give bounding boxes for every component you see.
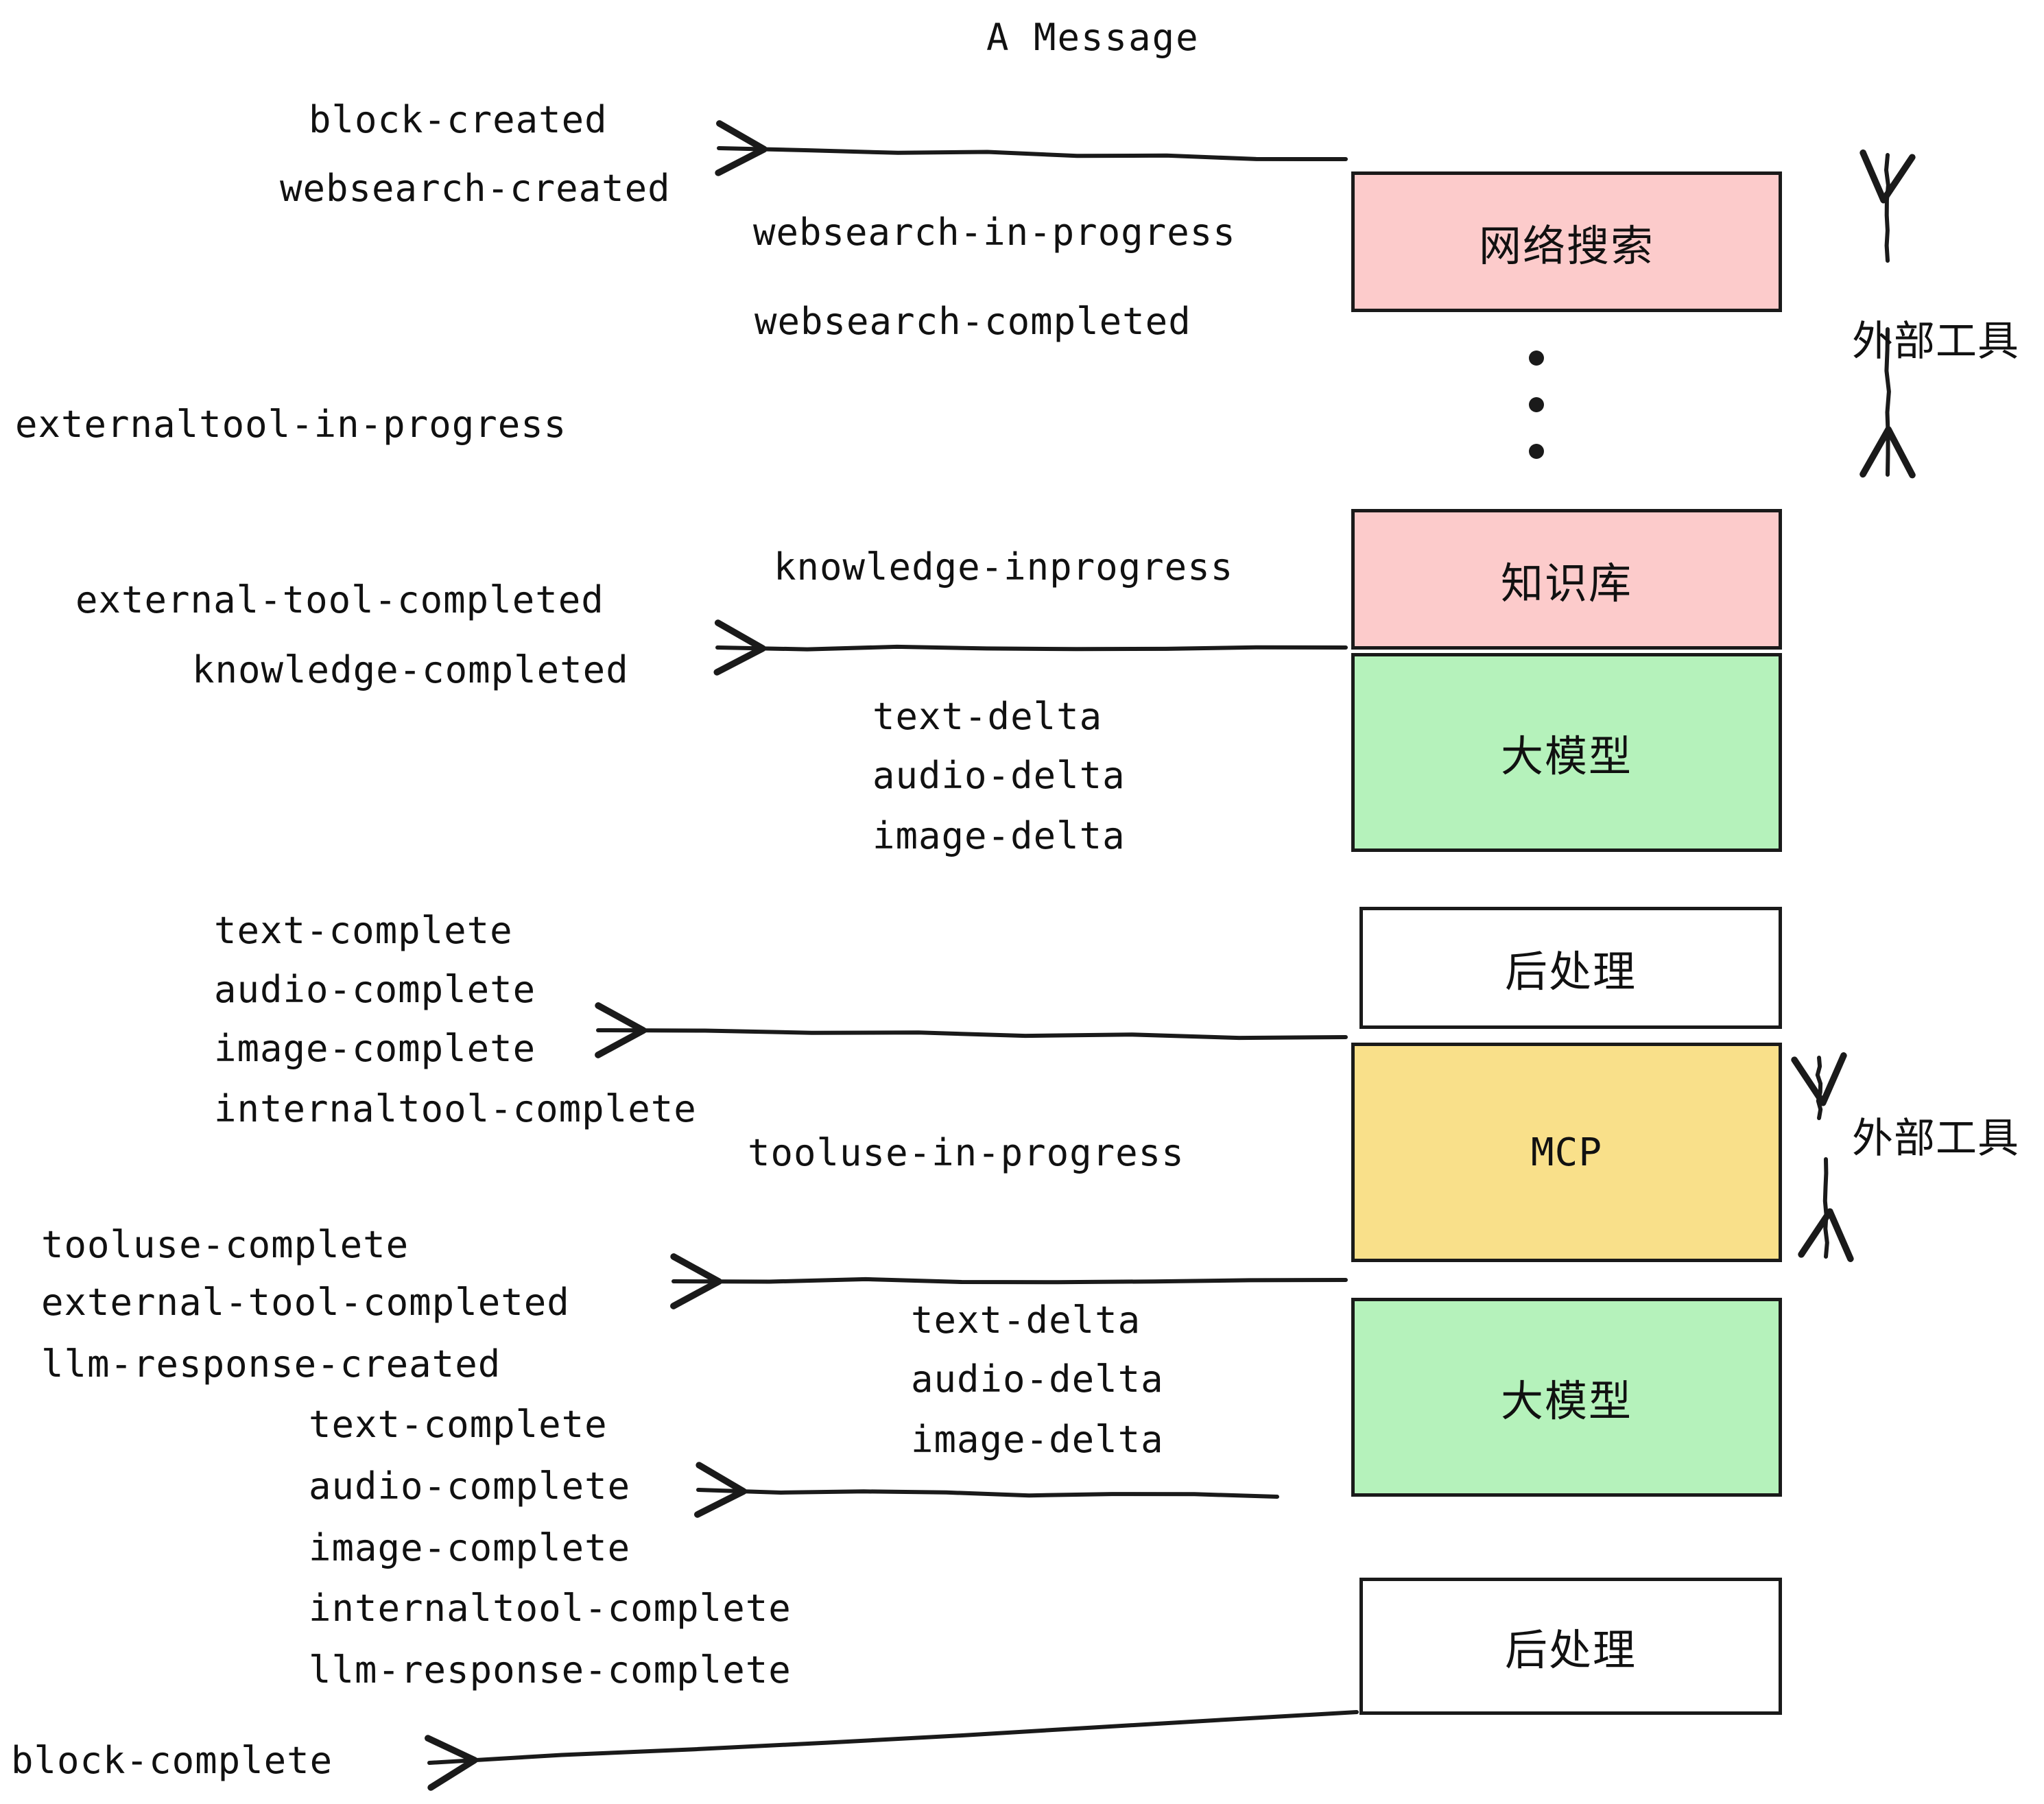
event-label-text-delta-1: text-delta [872,695,1103,738]
event-label-knowledge-completed: knowledge-completed [192,648,629,691]
event-label-image-delta-1: image-delta [872,814,1126,857]
event-label-text-complete-1: text-complete [214,909,513,952]
event-label-image-delta-2: image-delta [911,1418,1164,1461]
arrow-llm2-to-tooluse [670,1253,1348,1309]
diagram-title: A Message [986,16,1200,59]
event-label-block-created: block-created [309,98,608,141]
ellipsis-dot-2 [1529,397,1544,412]
event-label-audio-complete-1: audio-complete [214,968,536,1011]
ellipsis-dot-3 [1529,444,1544,459]
event-label-image-complete-2: image-complete [309,1526,631,1569]
external-scope-bot-down [1798,1157,1854,1262]
event-label-block-complete: block-complete [11,1739,333,1782]
node-llm2[interactable]: 大模型 [1351,1298,1782,1497]
event-label-audio-delta-2: audio-delta [911,1357,1164,1401]
event-label-tooluse-complete: tooluse-complete [41,1223,409,1266]
external-scope-bot-up [1791,1052,1847,1120]
event-label-internaltool-complete-2: internaltool-complete [309,1587,792,1630]
event-label-audio-complete-2: audio-complete [309,1464,631,1508]
arrow-post2-to-block [425,1710,1359,1791]
arrow-mcp-to-image [595,1002,1348,1058]
side-label-external-tools-top: 外部工具 [1852,318,2019,364]
node-post2[interactable]: 后处理 [1359,1578,1782,1715]
arrow-websearch-to-events [715,120,1348,176]
node-websearch[interactable]: 网络搜索 [1351,171,1782,312]
event-label-externaltool-in-progress: externaltool-in-progress [15,403,567,446]
event-label-llm-response-complete: llm-response-complete [309,1648,792,1692]
event-label-knowledge-inprogress: knowledge-inprogress [774,545,1234,589]
event-label-external-tool-completed-2: external-tool-completed [41,1281,570,1324]
event-label-tooluse-in-progress: tooluse-in-progress [748,1131,1185,1174]
event-label-external-tool-completed-1: external-tool-completed [75,578,604,621]
node-knowledge[interactable]: 知识库 [1351,509,1782,650]
node-mcp[interactable]: MCP [1351,1043,1782,1262]
ellipsis-dot-1 [1529,351,1544,366]
event-label-text-complete-2: text-complete [309,1403,608,1446]
node-llm1[interactable]: 大模型 [1351,653,1782,852]
event-label-text-delta-2: text-delta [911,1298,1141,1342]
flow-arrows [425,120,1359,1791]
event-label-websearch-in-progress: websearch-in-progress [753,211,1236,254]
event-label-websearch-created: websearch-created [280,167,671,210]
node-post1[interactable]: 后处理 [1359,907,1782,1029]
arrow-llm2-to-audio [694,1462,1279,1518]
event-label-internaltool-complete-1: internaltool-complete [214,1087,697,1130]
event-label-image-complete-1: image-complete [214,1027,536,1070]
event-label-websearch-completed: websearch-completed [754,300,1191,343]
side-label-external-tools-bottom: 外部工具 [1852,1115,2019,1161]
event-label-audio-delta-1: audio-delta [872,754,1126,797]
arrow-llm1-to-knowledge [713,619,1348,676]
external-scope-top-up [1859,149,1916,263]
event-label-llm-response-created: llm-response-created [41,1342,501,1386]
